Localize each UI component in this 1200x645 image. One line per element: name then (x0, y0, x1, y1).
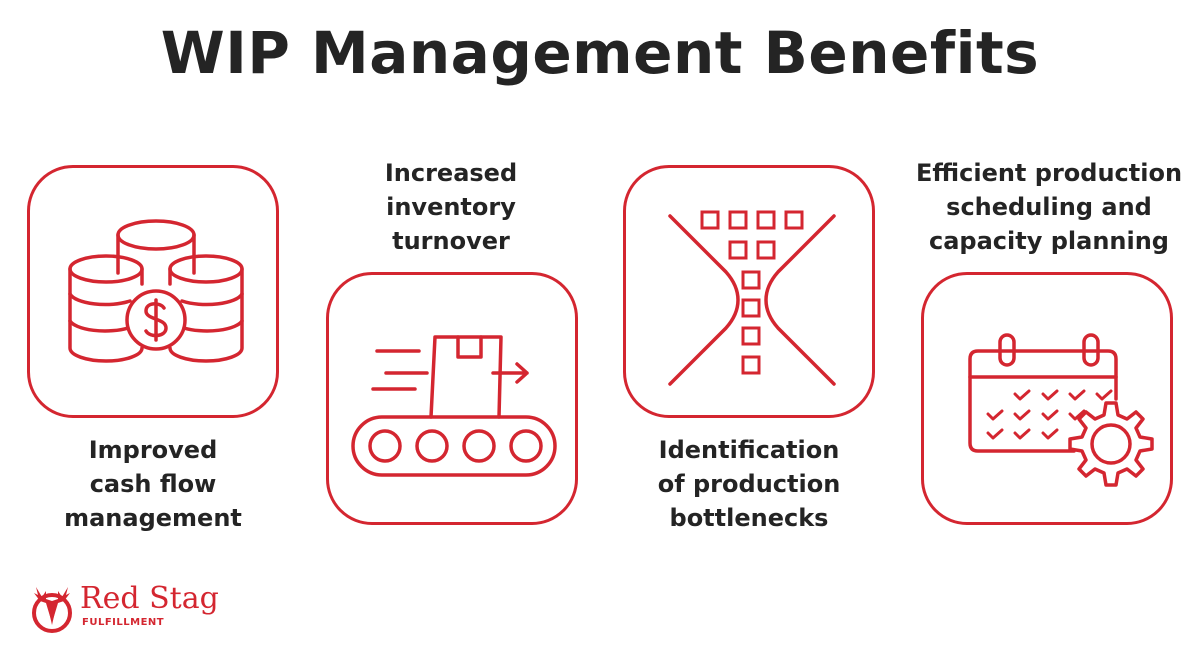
label-line: cash flow (89, 470, 217, 498)
label-line: management (64, 504, 242, 532)
benefit-card-cash-flow (27, 165, 279, 418)
label-line: inventory (386, 193, 516, 221)
benefit-label-cash-flow: Improved cash flow management (3, 433, 303, 535)
calendar-gear-icon (968, 333, 1154, 487)
benefit-card-scheduling (921, 272, 1173, 525)
stag-head-icon (32, 587, 72, 633)
coins-dollar-icon (68, 219, 244, 363)
label-line: scheduling and (946, 193, 1152, 221)
benefit-card-bottlenecks (623, 165, 875, 418)
label-line: capacity planning (929, 227, 1169, 255)
benefit-label-inventory-turnover: Increased inventory turnover (301, 156, 601, 258)
label-line: Efficient production (915, 159, 1183, 187)
label-line: of production (657, 470, 841, 498)
benefit-label-bottlenecks: Identification of production bottlenecks (599, 433, 899, 535)
red-stag-logo: Red Stag FULFILLMENT (28, 581, 219, 638)
logo-subtitle: FULFILLMENT (82, 617, 165, 628)
bottleneck-funnel-icon (668, 210, 836, 386)
page-title: WIP Management Benefits (160, 19, 1040, 87)
logo-wordmark: Red Stag (80, 581, 219, 616)
benefit-label-scheduling: Efficient production scheduling and capa… (893, 156, 1200, 258)
conveyor-belt-box-icon (351, 335, 557, 477)
label-line: bottlenecks (669, 504, 829, 532)
label-line: Improved (88, 436, 218, 464)
label-line: Identification (658, 436, 840, 464)
label-line: turnover (392, 227, 510, 255)
benefit-card-inventory-turnover (326, 272, 578, 525)
label-line: Increased (384, 159, 518, 187)
